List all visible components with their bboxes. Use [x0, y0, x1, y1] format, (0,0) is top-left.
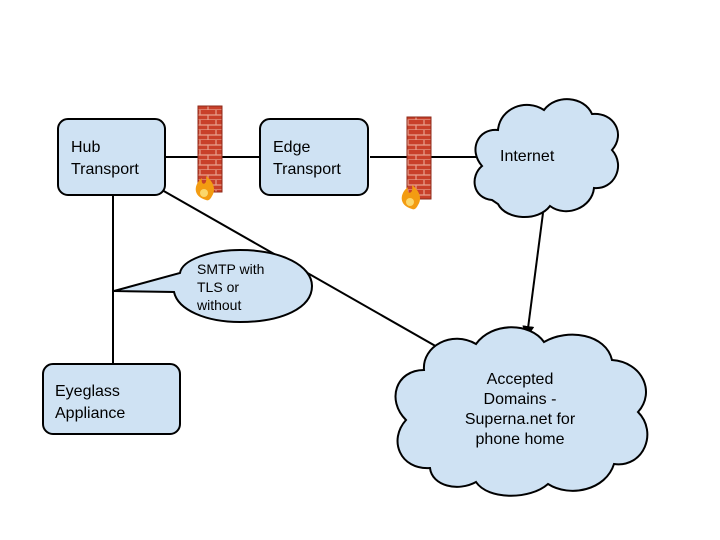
arrow-hub-to-accepted-domains: [161, 189, 462, 361]
smtp-callout-line2: TLS or: [197, 279, 239, 295]
edge-transport-node: Edge Transport: [259, 118, 369, 196]
internet-label: Internet: [500, 148, 555, 165]
smtp-callout-line3: without: [196, 297, 241, 313]
hub-transport-label-line1: Hub: [71, 139, 100, 156]
edge-transport-label-line2: Transport: [273, 161, 341, 178]
arrow-internet-to-accepted-domains: [522, 212, 544, 338]
accepted-domains-label-line2: Domains -: [484, 391, 557, 408]
smtp-callout: SMTP with TLS or without: [113, 248, 314, 324]
eyeglass-appliance-label-line1: Eyeglass: [55, 383, 120, 400]
accepted-domains-label-line3: Superna.net for: [465, 411, 576, 428]
firewall-icon: [401, 116, 432, 210]
hub-transport-node: Hub Transport: [57, 118, 166, 196]
edge-transport-label-line1: Edge: [273, 139, 310, 156]
eyeglass-appliance-label-line2: Appliance: [55, 405, 125, 422]
firewall-icon: [195, 105, 223, 201]
accepted-domains-label-line4: phone home: [476, 431, 565, 448]
accepted-domains-cloud: Accepted Domains - Superna.net for phone…: [394, 326, 649, 497]
eyeglass-appliance-node: Eyeglass Appliance: [42, 363, 181, 435]
smtp-callout-line1: SMTP with: [197, 261, 264, 277]
accepted-domains-label-line1: Accepted: [487, 371, 554, 388]
internet-cloud: Internet: [473, 98, 619, 219]
hub-transport-label-line2: Transport: [71, 161, 139, 178]
